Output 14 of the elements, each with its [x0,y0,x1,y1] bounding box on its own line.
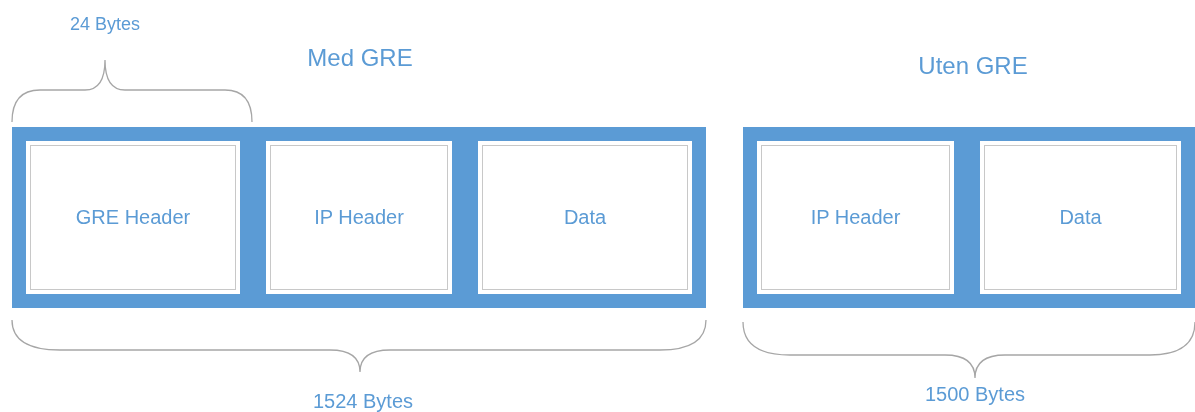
group-title: Uten GRE [918,52,1028,80]
field-label: IP Header [314,206,404,229]
size-label: 1500 Bytes [924,383,1026,406]
field-label: IP Header [810,206,901,229]
header-field-box [12,127,254,308]
field-label: Data [1059,206,1102,229]
header-field-box [966,127,1195,308]
size-label: 1524 Bytes [312,390,414,412]
field-label: Data [563,206,607,229]
header-field-box [464,127,706,308]
size-label: 24 Bytes [70,14,140,35]
header-field-box [743,127,968,308]
field-label: GRE Header [75,206,191,229]
group-title: Med GRE [307,44,413,72]
